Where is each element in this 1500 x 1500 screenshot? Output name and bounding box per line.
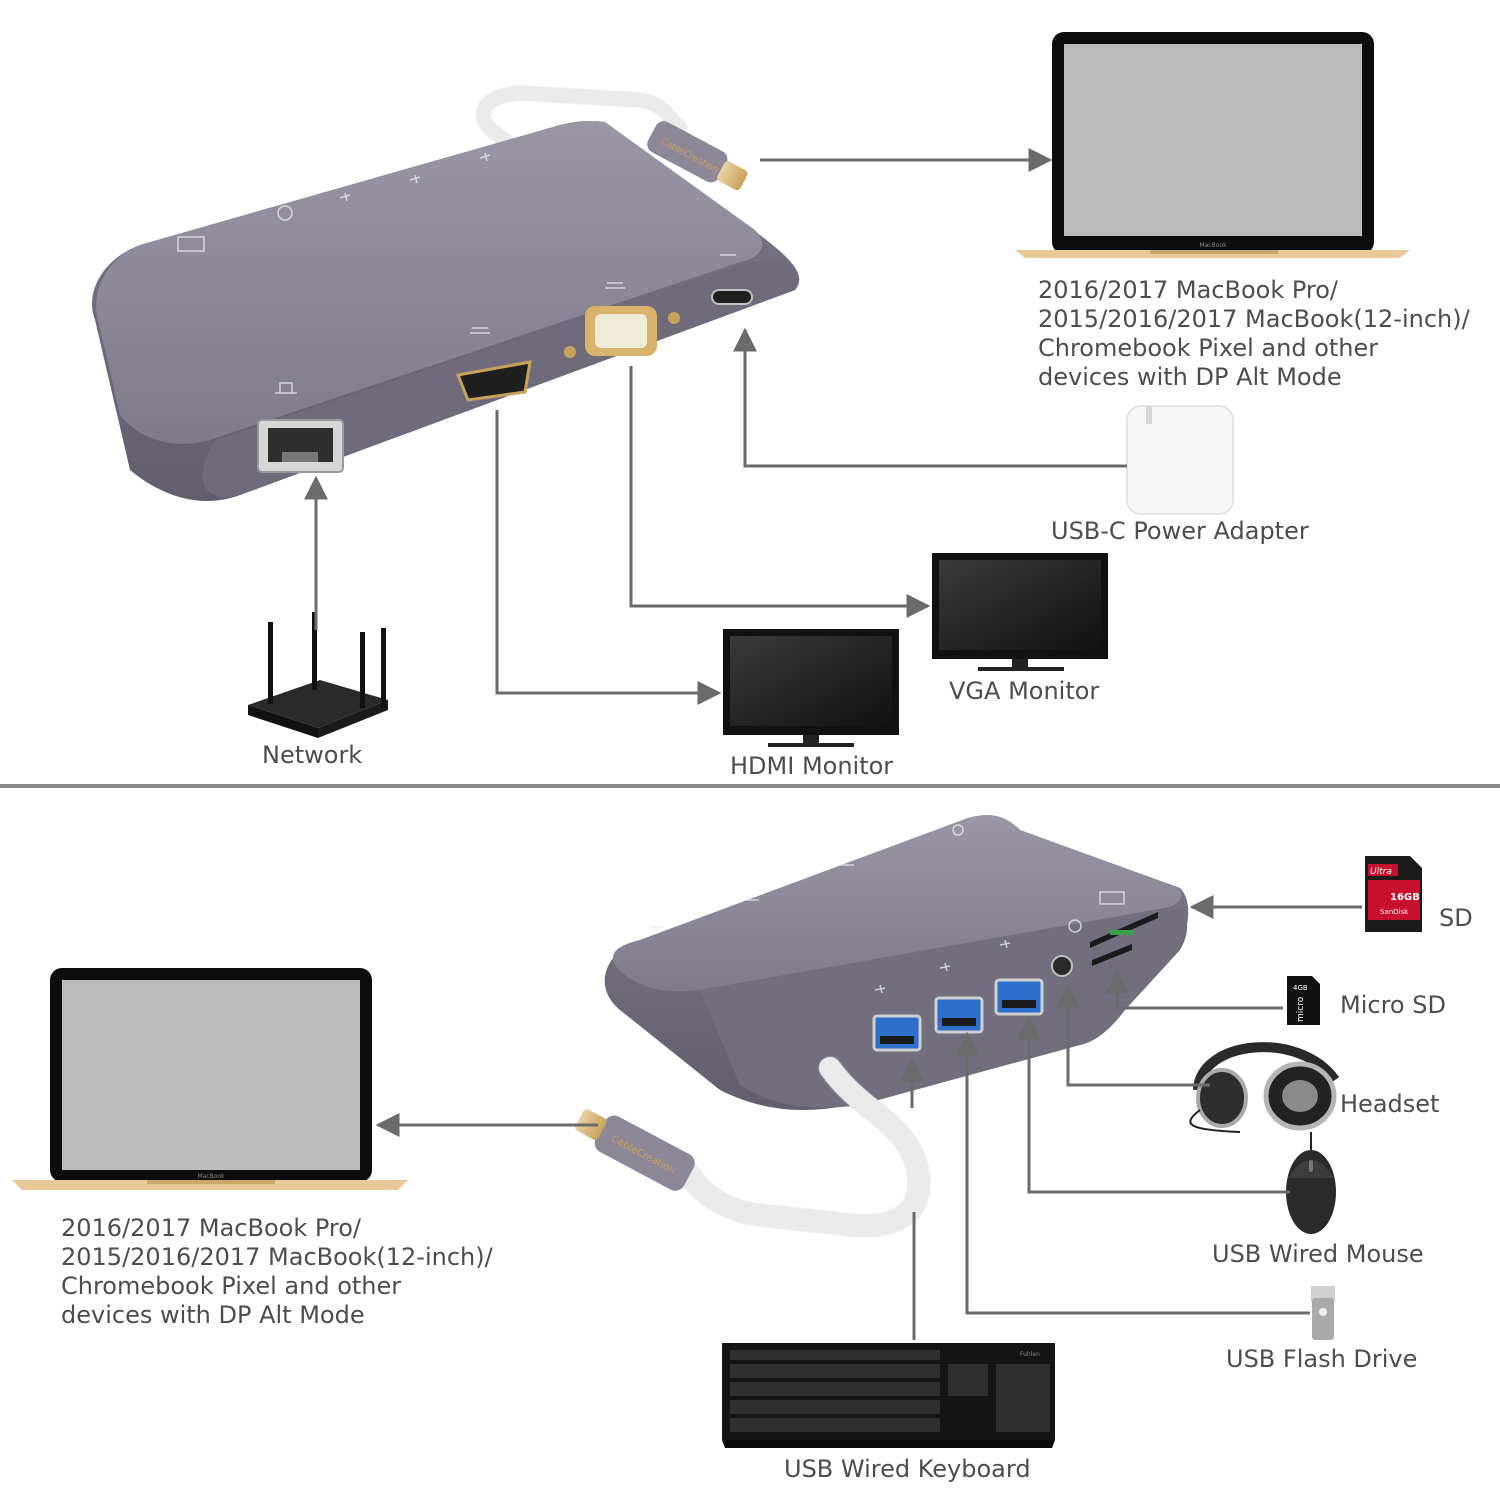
arrow-hdmi-to-monitor	[495, 410, 722, 705]
bottom-laptop-icon: MacBook	[12, 968, 408, 1190]
usb-wired-mouse-icon	[1286, 1132, 1336, 1234]
micro-sd-capacity: 4GB	[1293, 984, 1308, 992]
network-label: Network	[262, 741, 363, 769]
vga-monitor-label: VGA Monitor	[949, 677, 1100, 705]
micro-sd-card-icon: 4GB micro	[1287, 976, 1320, 1025]
sd-card-capacity: 16GB	[1390, 892, 1420, 903]
usb-wired-mouse-label: USB Wired Mouse	[1212, 1240, 1424, 1268]
keyboard-brand: Fuhlen	[1020, 1351, 1040, 1358]
top-laptop-icon: MacBook	[1015, 32, 1410, 258]
sd-card-brand: SanDisk	[1380, 908, 1409, 916]
top-laptop-caption: 2016/2017 MacBook Pro/ 2015/2016/2017 Ma…	[1038, 276, 1470, 392]
bottom-laptop-caption-line: devices with DP Alt Mode	[61, 1301, 365, 1329]
arrow-microsd-to-hub	[1105, 969, 1283, 1010]
top-hub	[92, 121, 800, 501]
usb-flash-drive-label: USB Flash Drive	[1226, 1345, 1418, 1373]
arrow-headset-to-hub	[1056, 983, 1210, 1087]
top-laptop-caption-line: devices with DP Alt Mode	[1038, 363, 1342, 391]
sd-card-icon: Ultra 16GB SanDisk	[1365, 856, 1422, 932]
arrow-vga-to-monitor	[629, 366, 931, 618]
hdmi-monitor-icon	[723, 629, 899, 747]
sd-card-ultra: Ultra	[1370, 867, 1392, 877]
hdmi-monitor-label: HDMI Monitor	[730, 752, 894, 780]
bottom-laptop-brand: MacBook	[197, 1173, 225, 1180]
usb-wired-keyboard-label: USB Wired Keyboard	[784, 1455, 1031, 1483]
arrow-flash-to-hub	[955, 1031, 1310, 1315]
bottom-laptop-caption-line: 2015/2016/2017 MacBook(12-inch)/	[61, 1243, 493, 1271]
micro-sd-text: micro	[1296, 996, 1306, 1022]
power-adapter-label: USB-C Power Adapter	[1051, 517, 1309, 545]
top-laptop-brand: MacBook	[1199, 242, 1227, 249]
bottom-laptop-caption: 2016/2017 MacBook Pro/ 2015/2016/2017 Ma…	[61, 1214, 493, 1330]
arrow-adapter-to-hub	[733, 327, 1127, 468]
bottom-usb-c-cable: CableCreation	[575, 1056, 931, 1238]
top-laptop-caption-line: Chromebook Pixel and other	[1038, 334, 1379, 362]
bottom-laptop-caption-line: 2016/2017 MacBook Pro/	[61, 1214, 361, 1242]
usb-c-power-adapter-icon	[1126, 405, 1234, 515]
top-laptop-caption-line: 2016/2017 MacBook Pro/	[1038, 276, 1338, 304]
usb-wired-keyboard-icon: Fuhlen	[722, 1343, 1055, 1448]
bottom-laptop-caption-line: Chromebook Pixel and other	[61, 1272, 402, 1300]
section-divider	[0, 784, 1500, 788]
top-laptop-caption-line: 2015/2016/2017 MacBook(12-inch)/	[1038, 305, 1470, 333]
vga-monitor-icon	[932, 553, 1108, 671]
network-router-icon	[248, 612, 388, 738]
headset-label: Headset	[1340, 1090, 1440, 1118]
micro-sd-label: Micro SD	[1340, 991, 1446, 1019]
sd-label: SD	[1439, 904, 1473, 932]
headset-icon	[1189, 1042, 1340, 1133]
usb-flash-drive-icon	[1311, 1286, 1335, 1340]
bottom-hub	[604, 815, 1189, 1110]
arrow-mouse-to-hub	[1017, 1015, 1290, 1194]
